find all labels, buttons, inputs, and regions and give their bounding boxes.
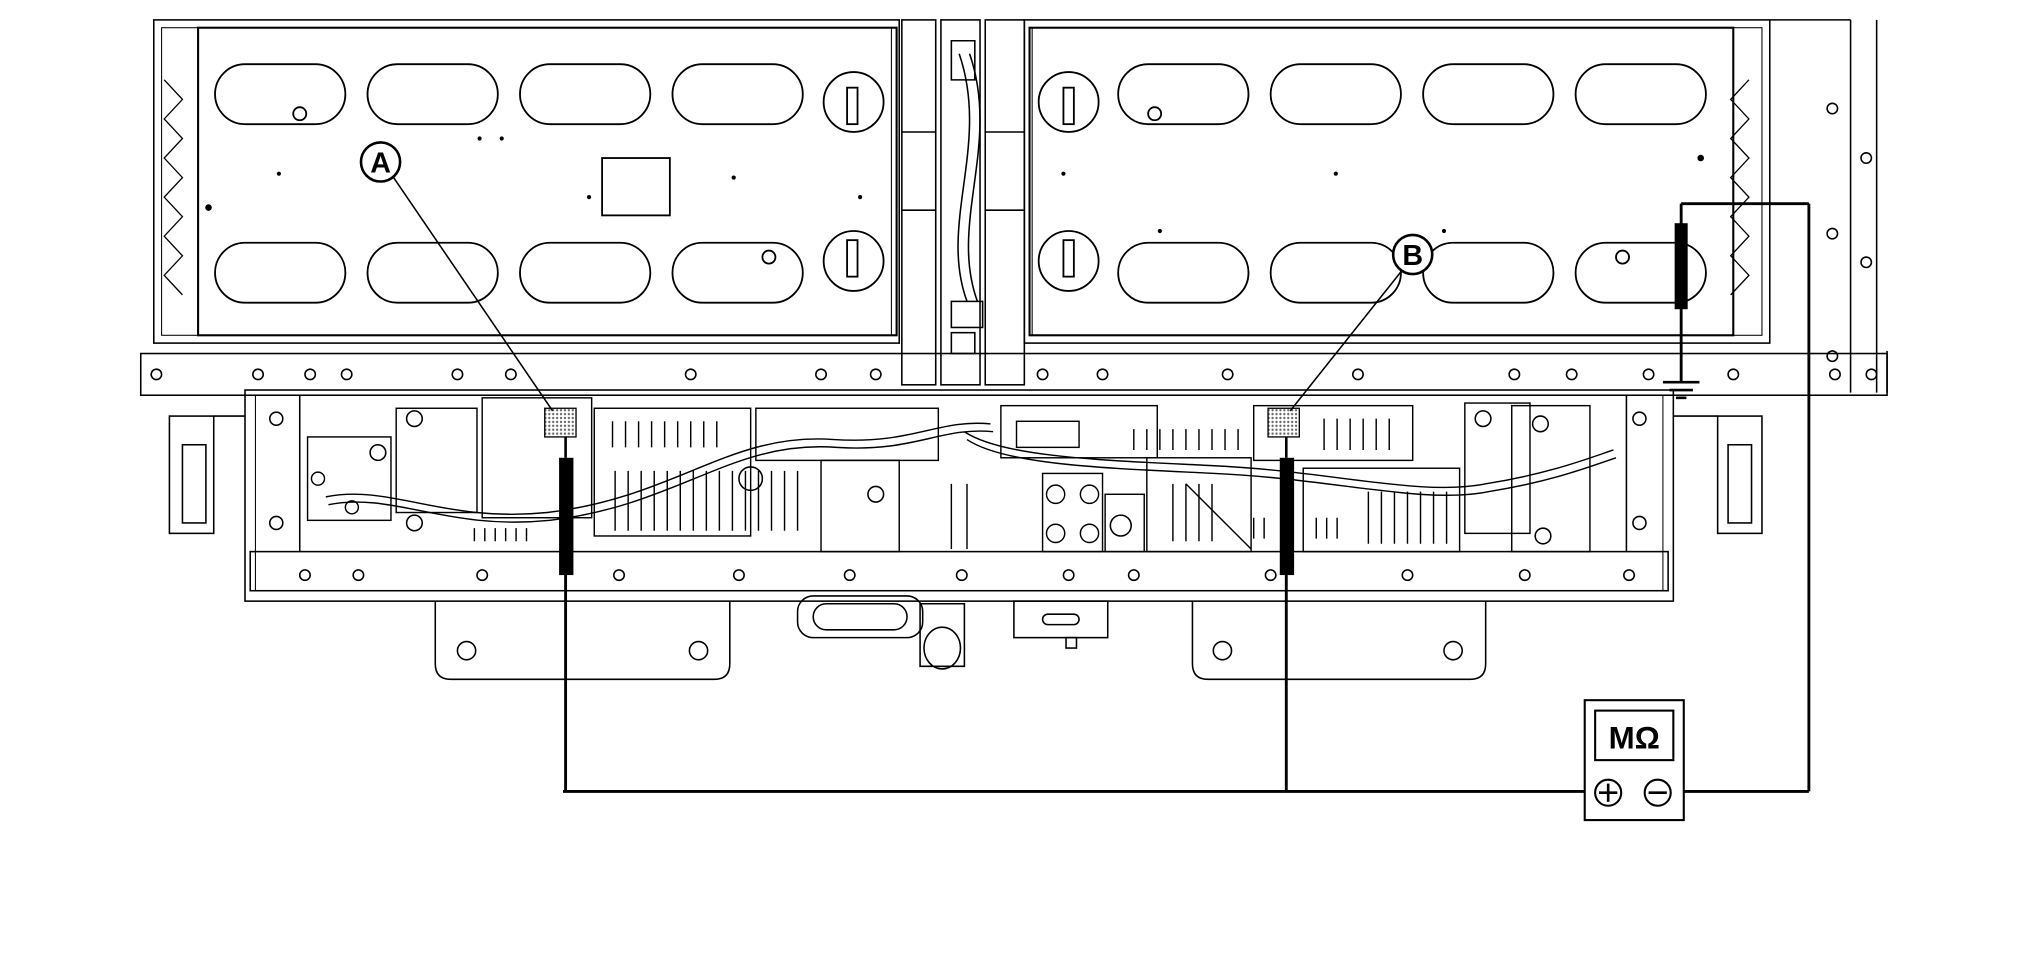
megohmmeter: MΩ <box>1583 699 1685 822</box>
callout-a: A <box>359 141 577 438</box>
callout-a-leader <box>390 173 554 412</box>
test-point-b <box>1267 407 1300 438</box>
meter-unit-label: MΩ <box>1609 720 1660 755</box>
right-module-cells <box>1037 63 1707 304</box>
callout-b-circle <box>1391 233 1434 276</box>
module-detail-dots <box>205 136 1704 234</box>
callout-a-label: A <box>370 147 391 179</box>
ground-symbol <box>1662 380 1700 400</box>
heat-sink-fins <box>473 418 1448 544</box>
probe-b <box>1279 436 1295 576</box>
frame-bolts <box>150 102 1878 582</box>
lower-tray-frame <box>139 352 1888 681</box>
upper-battery-housing <box>152 19 1888 393</box>
callout-b-label: B <box>1402 240 1423 272</box>
probe-a <box>559 436 574 576</box>
center-connector-column <box>901 19 1026 386</box>
callout-a-circle <box>359 141 402 183</box>
left-module-cells <box>214 63 885 304</box>
meter-display <box>1594 709 1675 762</box>
junction-block-components <box>306 397 1617 553</box>
callout-b: B <box>1267 233 1434 438</box>
probe-ground <box>1674 223 1688 310</box>
test-point-a <box>544 407 577 438</box>
callout-b-leader <box>1289 269 1403 412</box>
